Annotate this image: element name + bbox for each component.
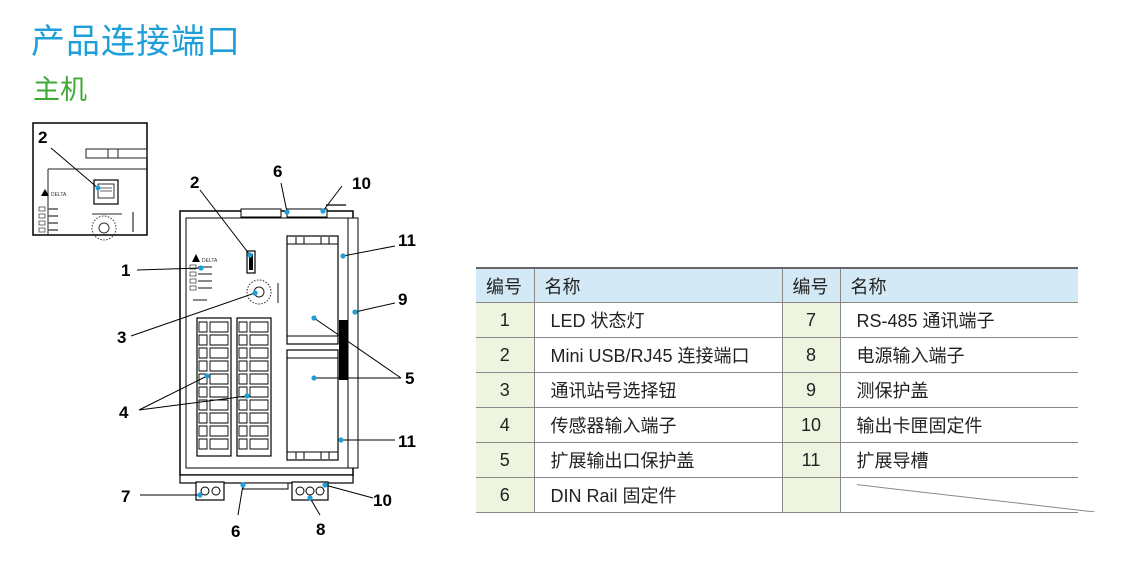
row-number: 4 [476,407,535,443]
table-row: 6 DIN Rail 固定件 [476,477,1095,513]
header-number-2: 编号 [782,267,841,303]
callout-5: 5 [405,369,414,388]
header-name-2: 名称 [840,267,1078,303]
row-number: 9 [782,372,841,408]
callout-6-top: 6 [273,162,282,181]
header-number-1: 编号 [476,267,535,303]
empty-cell [840,477,1095,513]
row-number: 3 [476,372,535,408]
row-name: RS-485 通讯端子 [840,302,1078,338]
callout-4: 4 [119,403,129,422]
inset-detail: 2 DELTA [32,122,148,241]
row-number: 1 [476,302,535,338]
row-name: 电源输入端子 [840,337,1078,373]
callout-11-bottom: 11 [398,432,416,451]
rs485-terminal-icon [195,481,225,501]
expansion-cover-top [286,235,339,345]
row-number: 6 [476,477,535,513]
page-subtitle: 主机 [33,75,87,106]
row-number: 8 [782,337,841,373]
row-name: 通讯站号选择钮 [534,372,783,408]
diagonal-slash-icon [856,484,1095,512]
callout-6-bottom: 6 [231,522,240,541]
header-name-1: 名称 [534,267,783,303]
callout-10-top: 10 [352,174,371,193]
row-number: 11 [782,442,841,478]
table-row: 3 通讯站号选择钮 9 测保护盖 [476,372,1078,408]
row-name: DIN Rail 固定件 [534,477,783,513]
page-title: 产品连接端口 [31,22,241,62]
row-number: 10 [782,407,841,443]
callout-2: 2 [190,173,199,192]
callout-leaders [130,182,402,516]
callout-7: 7 [121,487,130,506]
row-number: 7 [782,302,841,338]
callout-9: 9 [398,290,407,309]
callout-dots [197,208,358,501]
row-name: 测保护盖 [840,372,1078,408]
row-name: Mini USB/RJ45 连接端口 [534,337,783,373]
row-name: 扩展导槽 [840,442,1078,478]
empty-cell [782,477,841,513]
table-row: 1 LED 状态灯 7 RS-485 通讯端子 [476,302,1078,338]
device-logo-text: DELTA [202,258,218,264]
inset-logo-text: DELTA [51,192,67,198]
callout-8: 8 [316,520,325,539]
expansion-cover-bottom [286,349,339,461]
row-name: LED 状态灯 [534,302,783,338]
table-row: 5 扩展输出口保护盖 11 扩展导槽 [476,442,1078,478]
inset-dial-icon [91,215,117,241]
product-diagram: 2 DELTA DELTA [32,122,416,541]
callout-labels: 1 2 3 4 5 6 6 7 8 9 10 10 11 11 [117,162,416,541]
row-name: 传感器输入端子 [534,407,783,443]
row-number: 5 [476,442,535,478]
callout-10-bottom: 10 [373,491,392,510]
station-dial-icon [246,279,272,305]
device-body: DELTA [179,204,359,501]
row-number: 2 [476,337,535,373]
row-name: 输出卡匣固定件 [840,407,1078,443]
callout-inset-2: 2 [38,128,47,147]
table-row: 4 传感器输入端子 10 输出卡匣固定件 [476,407,1078,443]
callout-3: 3 [117,328,126,347]
table-header-row: 编号 名称 编号 名称 [476,267,1078,303]
row-name: 扩展输出口保护盖 [534,442,783,478]
table-row: 2 Mini USB/RJ45 连接端口 8 电源输入端子 [476,337,1078,373]
callout-11-top: 11 [398,231,416,250]
port-spec-table: 编号 名称 编号 名称 1 LED 状态灯 7 RS-485 通讯端子 2 Mi… [476,267,1095,513]
callout-1: 1 [121,261,130,280]
